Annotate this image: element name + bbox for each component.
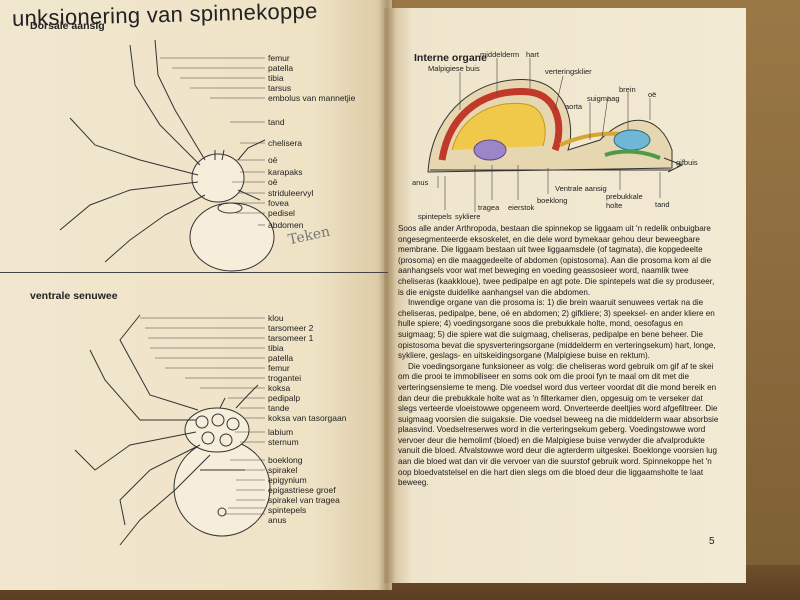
organ-label: sykliere	[455, 212, 481, 221]
dorsal-label: fovea	[268, 198, 289, 208]
ventral-label: spirakel	[268, 465, 298, 475]
dorsal-label: tarsus	[268, 83, 292, 93]
organ-label: brein	[619, 85, 636, 94]
organ-label: tragea	[478, 203, 500, 212]
dorsal-label: abdomen	[268, 220, 304, 230]
ventral-label: epigastriese groef	[268, 485, 336, 495]
right-page	[384, 8, 746, 583]
ventral-label: epigynium	[268, 475, 307, 485]
organ-label: aorta	[565, 102, 583, 111]
dorsal-label: karapaks	[268, 167, 303, 177]
dorsal-label: femur	[268, 53, 290, 63]
ventral-label: tande	[268, 403, 290, 413]
organ-label: anus	[412, 178, 429, 187]
dorsal-label: tand	[268, 117, 285, 127]
ventral-label: tarsomeer 2	[268, 323, 314, 333]
paragraph: Soos alle ander Arthropoda, bestaan die …	[398, 224, 715, 297]
section-divider	[0, 272, 388, 273]
dorsal-label: patella	[268, 63, 294, 73]
ventral-label: koksa van tasorgaan	[268, 413, 347, 423]
dorsal-label: striduleervyl	[268, 188, 314, 198]
ventral-label: labium	[268, 427, 294, 437]
ventral-label: spirakel van tragea	[268, 495, 340, 505]
ventral-label: spintepels	[268, 505, 307, 515]
organ-label: Ventrale aansig	[555, 184, 607, 193]
ventral-label: anus	[268, 515, 287, 525]
organ-label: boeklong	[537, 196, 568, 205]
ventral-label: boeklong	[268, 455, 303, 465]
organ-label: gifbuis	[676, 158, 698, 167]
organ-label: eierstok	[508, 203, 535, 212]
organ-label: suigmaag	[587, 94, 620, 103]
dorsal-label: tibia	[268, 73, 284, 83]
organ-label: tand	[655, 200, 670, 209]
organ-label: hart	[526, 50, 539, 59]
book-gutter	[378, 0, 396, 590]
dorsal-label: pedisel	[268, 208, 295, 218]
organ-label: prebukkale holte	[606, 192, 643, 210]
organ-label: spintepels	[418, 212, 452, 221]
dorsal-label: embolus van mannetjie	[268, 93, 356, 103]
page-number: 5	[709, 536, 715, 547]
internal-organs-diagram	[427, 79, 684, 173]
ventral-label: klou	[268, 313, 284, 323]
ventral-spider-drawing	[74, 314, 271, 546]
dorsal-label: oë	[268, 155, 278, 165]
ventral-label: koksa	[268, 383, 291, 393]
internal-organs-heading: Interne organe	[414, 52, 487, 64]
ventral-label: trogantei	[268, 373, 302, 383]
ventral-label-lines	[140, 317, 265, 515]
organs-label-lines	[437, 58, 661, 212]
organ-label: middelderm	[480, 50, 520, 59]
organ-label: oë	[648, 90, 657, 99]
dorsal-label-lines	[160, 57, 265, 226]
organ-label: Malpigiese buis	[428, 64, 480, 73]
dorsal-heading: Dorsale aansig	[30, 20, 105, 32]
dorsal-label: oë	[268, 177, 278, 187]
ventral-label: tibia	[268, 343, 284, 353]
dorsal-spider-drawing	[59, 39, 275, 272]
paragraph: Inwendige organe van die prosoma is: 1) …	[398, 298, 716, 361]
dorsal-label: chelisera	[268, 138, 303, 148]
ventral-label: patella	[268, 353, 294, 363]
organ-label: verteringsklier	[545, 67, 592, 76]
ventral-label: pedipalp	[268, 393, 301, 403]
ventral-label: femur	[268, 363, 290, 373]
body-text: Soos alle ander Arthropoda, bestaan die …	[398, 224, 720, 489]
ventral-heading: ventrale senuwee	[30, 290, 118, 302]
paragraph: Die voedingsorgane funksioneer as volg: …	[398, 361, 719, 488]
ventral-label: tarsomeer 1	[268, 333, 314, 343]
ventral-label: sternum	[268, 437, 299, 447]
